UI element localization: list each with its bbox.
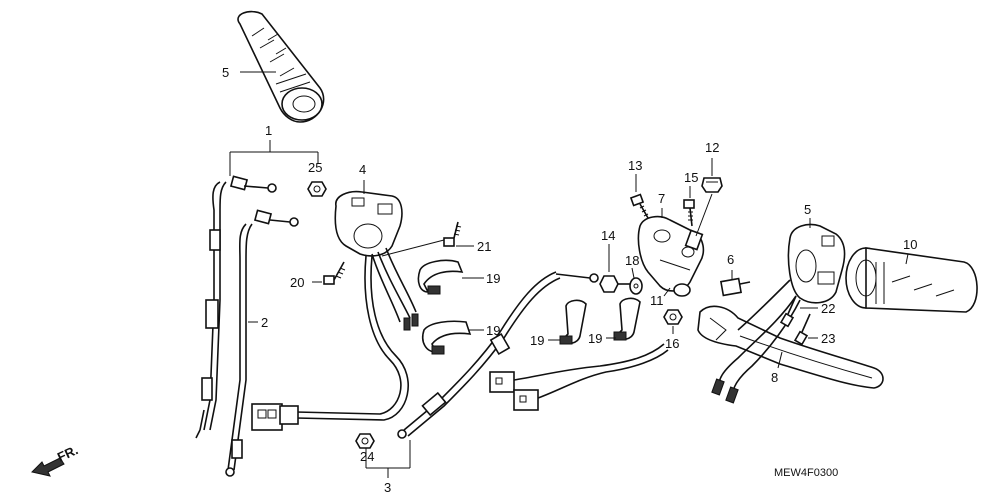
front-direction-arrow xyxy=(31,457,65,477)
callout-6: 6 xyxy=(727,252,734,267)
screw-15 xyxy=(629,193,649,219)
screw-23 xyxy=(793,313,811,346)
washer-18 xyxy=(629,277,643,295)
screw-21 xyxy=(443,221,462,247)
callout-2: 2 xyxy=(261,315,268,330)
callout-17: 16 xyxy=(665,336,679,351)
callout-1: 1 xyxy=(265,123,272,138)
throttle-cables xyxy=(195,175,299,477)
left-grip xyxy=(237,10,325,123)
callout-24: 24 xyxy=(360,449,374,464)
nut-24 xyxy=(355,433,375,449)
callout-20: 20 xyxy=(290,275,304,290)
right-switch-housing xyxy=(711,223,846,404)
nut-17 xyxy=(663,309,683,325)
clamp-19-upper xyxy=(417,259,464,295)
callout-10: 10 xyxy=(903,237,917,252)
callout-22: 22 xyxy=(821,301,835,316)
callout-4: 4 xyxy=(359,162,366,177)
screw-16 xyxy=(683,199,695,227)
callout-8: 5 xyxy=(222,65,229,80)
cap-12 xyxy=(701,177,723,193)
nut-25 xyxy=(307,181,327,197)
callout-5: 5 xyxy=(804,202,811,217)
left-switch-housing xyxy=(251,190,419,431)
callout-25: 25 xyxy=(308,160,322,175)
bolt-14 xyxy=(599,275,630,293)
callout-23: 23 xyxy=(821,331,835,346)
screw-20 xyxy=(323,261,346,285)
callout-18: 18 xyxy=(625,253,639,268)
callout-19-b: 19 xyxy=(486,323,500,338)
lever-bracket xyxy=(637,215,705,297)
clutch-lever xyxy=(697,305,884,389)
right-grip xyxy=(845,247,978,313)
callout-19-d: 19 xyxy=(588,331,602,346)
callout-21: 21 xyxy=(477,239,491,254)
callout-11: 11 xyxy=(650,293,664,308)
callout-15: 13 xyxy=(628,158,642,173)
clamp-19-center-left xyxy=(559,299,587,345)
callout-16: 15 xyxy=(684,170,698,185)
callout-19-c: 19 xyxy=(530,333,544,348)
callout-7: 7 xyxy=(658,191,665,206)
callout-12: 12 xyxy=(705,140,719,155)
callout-3: 3 xyxy=(384,480,391,495)
clamp-19-center-right xyxy=(613,297,641,341)
callout-19-a: 19 xyxy=(486,271,500,286)
clamp-19-lower xyxy=(421,320,472,355)
screw-22 xyxy=(779,295,797,328)
callout-13: 8 xyxy=(771,370,778,385)
direction-label: FR. xyxy=(55,442,80,464)
diagram-code: MEW4F0300 xyxy=(774,467,838,479)
clutch-switch-wiring xyxy=(489,343,669,411)
clutch-cable xyxy=(397,271,599,439)
callout-14: 14 xyxy=(601,228,615,243)
switch-6 xyxy=(719,277,751,297)
